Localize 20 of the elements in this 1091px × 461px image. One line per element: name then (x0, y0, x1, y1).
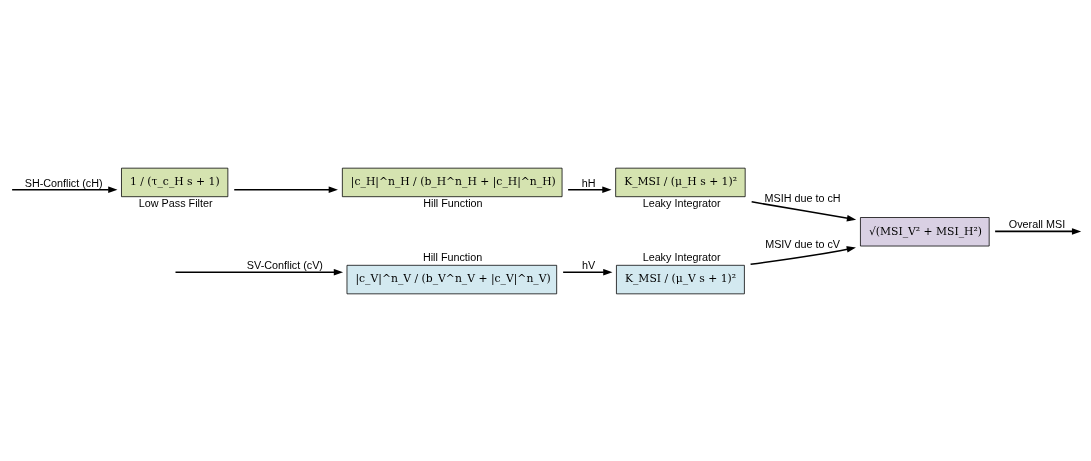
arrow (11, 186, 118, 193)
edge-label: MSIH due to cH (764, 191, 841, 204)
edge-label: SH-Conflict (cH) (24, 176, 103, 189)
edge-label: MSIV due to cV (765, 237, 841, 250)
node-label: Leaky Integrator (642, 196, 721, 209)
arrow (233, 186, 338, 193)
edge-label: hH (581, 176, 596, 189)
node-label: Leaky Integrator (642, 250, 721, 263)
arrow (174, 268, 344, 275)
arrow (567, 186, 612, 193)
edge-label: Overall MSI (1008, 217, 1066, 230)
edge-label: SV-Conflict (cV) (246, 258, 323, 271)
arrow (994, 227, 1082, 235)
node-label: Hill Function (423, 196, 483, 209)
arrow (750, 200, 857, 221)
edge-label: hV (582, 258, 596, 271)
node-label: Low Pass Filter (138, 196, 213, 209)
arrow (749, 245, 856, 265)
arrow (562, 268, 613, 275)
node-label: Hill Function (422, 250, 483, 263)
